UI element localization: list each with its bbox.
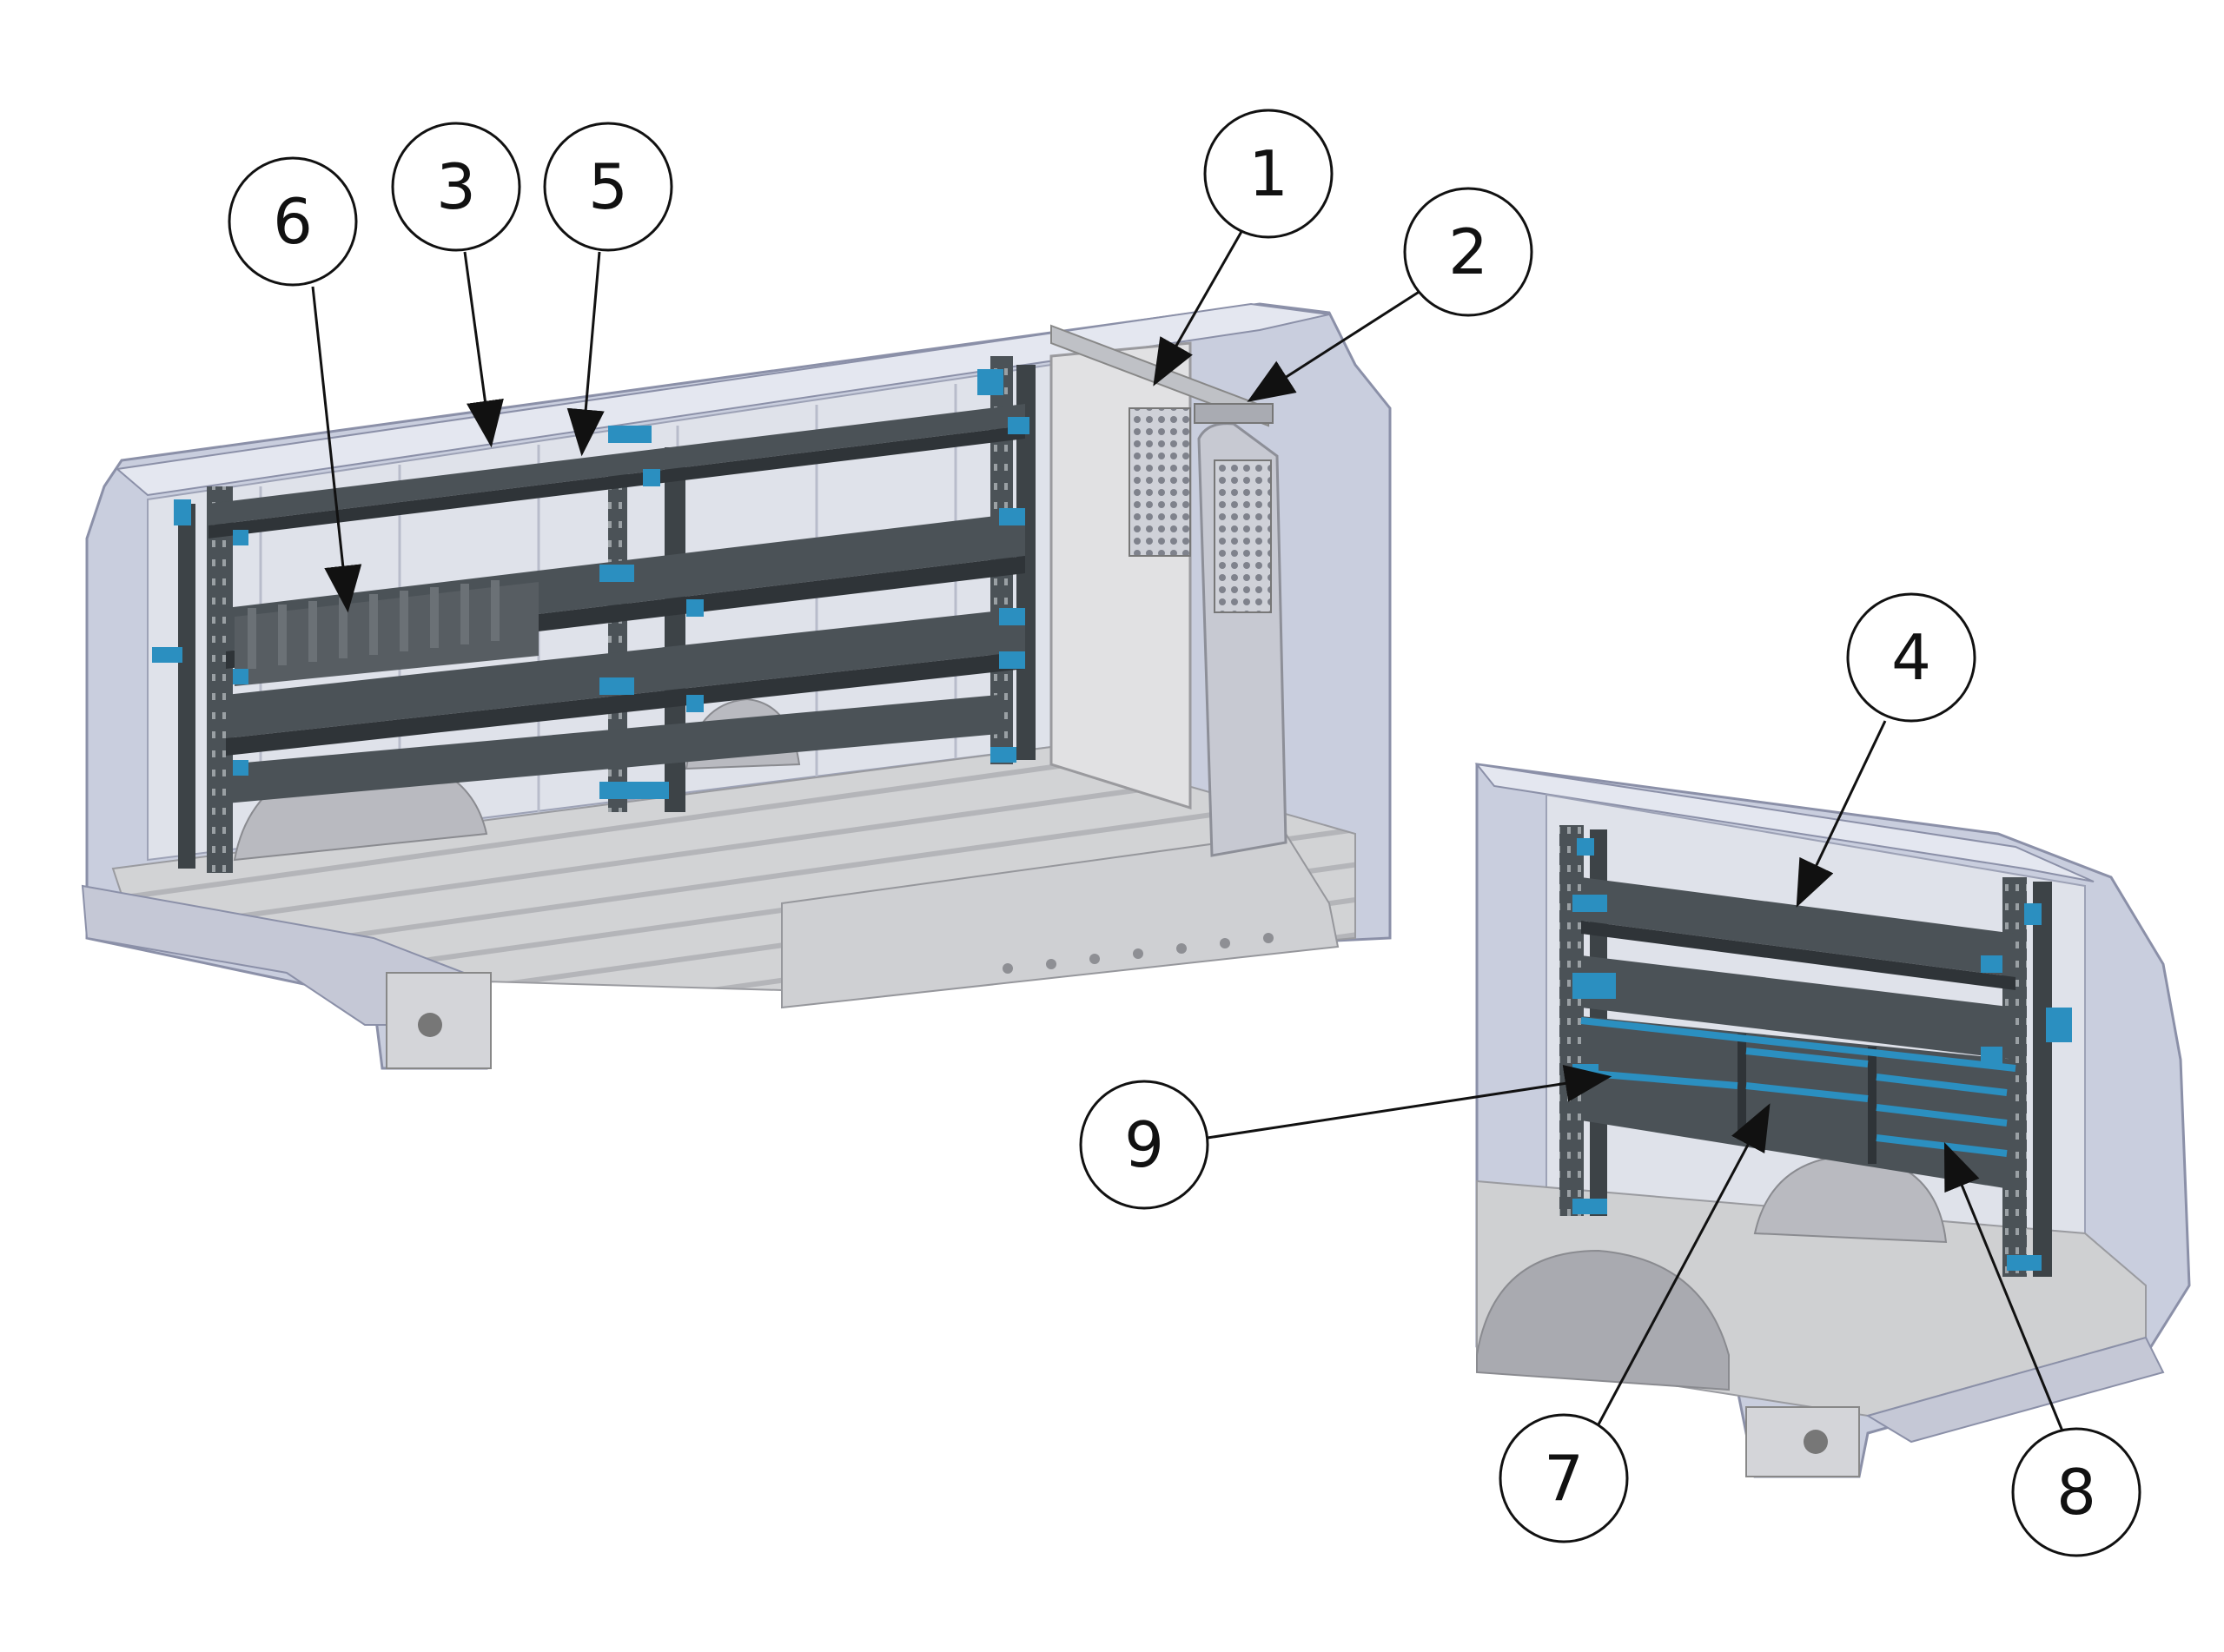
- top-shelf-lip: [208, 426, 1025, 539]
- mid-shelf-2-lip: [226, 651, 1025, 756]
- right-upright-rear-a: [1559, 825, 1584, 1216]
- leader-6: [311, 286, 362, 613]
- left-side-step: [781, 832, 1340, 1009]
- left-van-cargo-area: [81, 302, 1392, 1070]
- callout-7-label: 7: [1544, 1442, 1584, 1515]
- callout-leader-lines: [311, 229, 2065, 1434]
- callout-4-circle: [1846, 592, 1976, 723]
- callout-8-circle: [2011, 1427, 2141, 1557]
- right-rear-bumper: [1865, 1336, 2165, 1444]
- right-top-shelf-lip: [1581, 921, 2016, 990]
- leader-5: [566, 251, 605, 457]
- callout-1-label: 1: [1248, 137, 1288, 210]
- door-window-mesh: [1214, 459, 1272, 613]
- callout-3-label: 3: [436, 150, 476, 223]
- callout-3: 3: [391, 122, 521, 252]
- top-shelf-rear: [208, 404, 1025, 525]
- callout-9-label: 9: [1124, 1108, 1164, 1181]
- upright-mid-a: [608, 456, 627, 812]
- upright-rear-left-b: [178, 504, 195, 869]
- right-upright-front-b: [2033, 882, 2052, 1277]
- callout-4-label: 4: [1891, 621, 1931, 694]
- partition-roof-mount: [1194, 403, 1274, 424]
- callout-8: 8: [2011, 1427, 2141, 1557]
- callout-1-circle: [1203, 109, 1334, 239]
- callout-5-label: 5: [588, 150, 628, 223]
- mounting-brackets-left: [152, 369, 1029, 799]
- left-shelving-unit: [152, 356, 1036, 873]
- callout-9: 9: [1079, 1080, 1209, 1210]
- bottom-shelf: [226, 695, 999, 803]
- right-van-roof: [1474, 763, 2095, 882]
- callout-7: 7: [1499, 1413, 1629, 1543]
- right-drawer-divider-b: [1868, 1047, 1876, 1164]
- right-hitch-block: [1745, 1406, 1860, 1477]
- callout-6-label: 6: [273, 185, 313, 258]
- callout-3-circle: [391, 122, 521, 252]
- right-drawer-divider-a: [1738, 1034, 1746, 1138]
- callout-5-circle: [543, 122, 673, 252]
- callout-2-circle: [1403, 187, 1533, 317]
- callout-2: 2: [1403, 187, 1533, 317]
- leader-4: [1796, 720, 1887, 908]
- leader-3: [463, 251, 504, 448]
- mid-shelf-2: [226, 608, 1025, 738]
- partition-window-mesh: [1129, 407, 1191, 557]
- right-mid-shelf: [1581, 955, 2016, 1060]
- callout-6-circle: [228, 156, 358, 287]
- right-van-cargo-area: [1474, 763, 2191, 1478]
- callout-6: 6: [228, 156, 358, 287]
- callout-2-label: 2: [1448, 215, 1488, 288]
- callout-9-circle: [1079, 1080, 1209, 1210]
- right-top-shelf: [1581, 877, 2016, 977]
- leader-1: [1153, 229, 1244, 387]
- leader-9: [1207, 1064, 1612, 1140]
- callout-5: 5: [543, 122, 673, 252]
- leader-8: [1943, 1142, 2065, 1434]
- leader-7: [1597, 1103, 1771, 1425]
- upright-rear-left: [207, 486, 233, 873]
- side-step-bolts: [1003, 933, 1274, 974]
- callout-4: 4: [1846, 592, 1976, 723]
- right-rear-wheel-well: [1476, 1249, 1730, 1391]
- leader-2: [1247, 289, 1421, 402]
- callout-8-label: 8: [2056, 1456, 2096, 1529]
- callout-7-circle: [1499, 1413, 1629, 1543]
- callout-1: 1: [1203, 109, 1334, 239]
- parts-bin-dividers: [248, 580, 500, 669]
